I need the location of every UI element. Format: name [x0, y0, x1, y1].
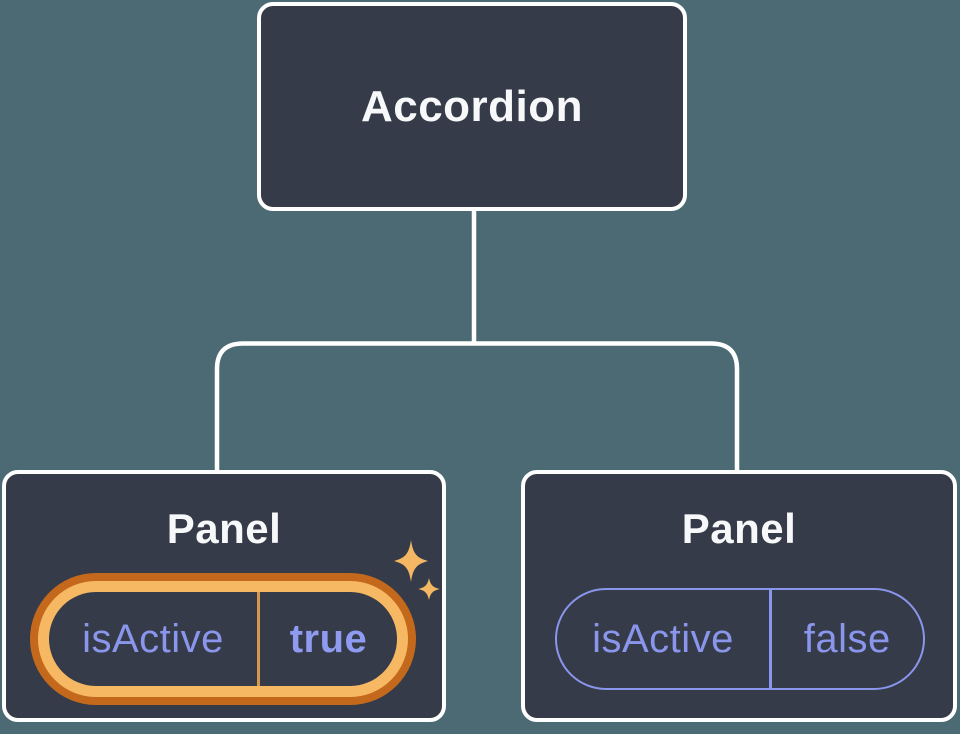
- prop-name: isActive: [82, 616, 224, 661]
- prop-pill-active: isActive true: [49, 592, 397, 686]
- prop-pill-active-outer-ring: isActive true: [30, 573, 416, 705]
- accordion-node: Accordion: [257, 2, 687, 211]
- connector-branch: [214, 341, 740, 471]
- sparkle-small: [418, 578, 440, 600]
- panel-node-active: Panel isActive true: [2, 470, 446, 722]
- prop-name-cell: isActive: [557, 590, 769, 688]
- accordion-node-label: Accordion: [360, 81, 584, 131]
- panel-title: Panel: [681, 505, 797, 552]
- pill-divider: [257, 592, 260, 686]
- prop-value: false: [803, 616, 891, 661]
- prop-value-cell: true: [260, 592, 397, 686]
- prop-value: true: [289, 616, 368, 661]
- prop-pill-active-inner-ring: isActive true: [38, 581, 408, 697]
- prop-name-cell: isActive: [49, 592, 257, 686]
- prop-value-cell: false: [772, 590, 924, 688]
- pill-divider: [769, 590, 772, 688]
- prop-pill-inactive: isActive false: [555, 588, 925, 690]
- prop-name: isActive: [592, 616, 734, 661]
- panel-title: Panel: [166, 505, 282, 552]
- panel-node-inactive: Panel isActive false: [521, 470, 957, 722]
